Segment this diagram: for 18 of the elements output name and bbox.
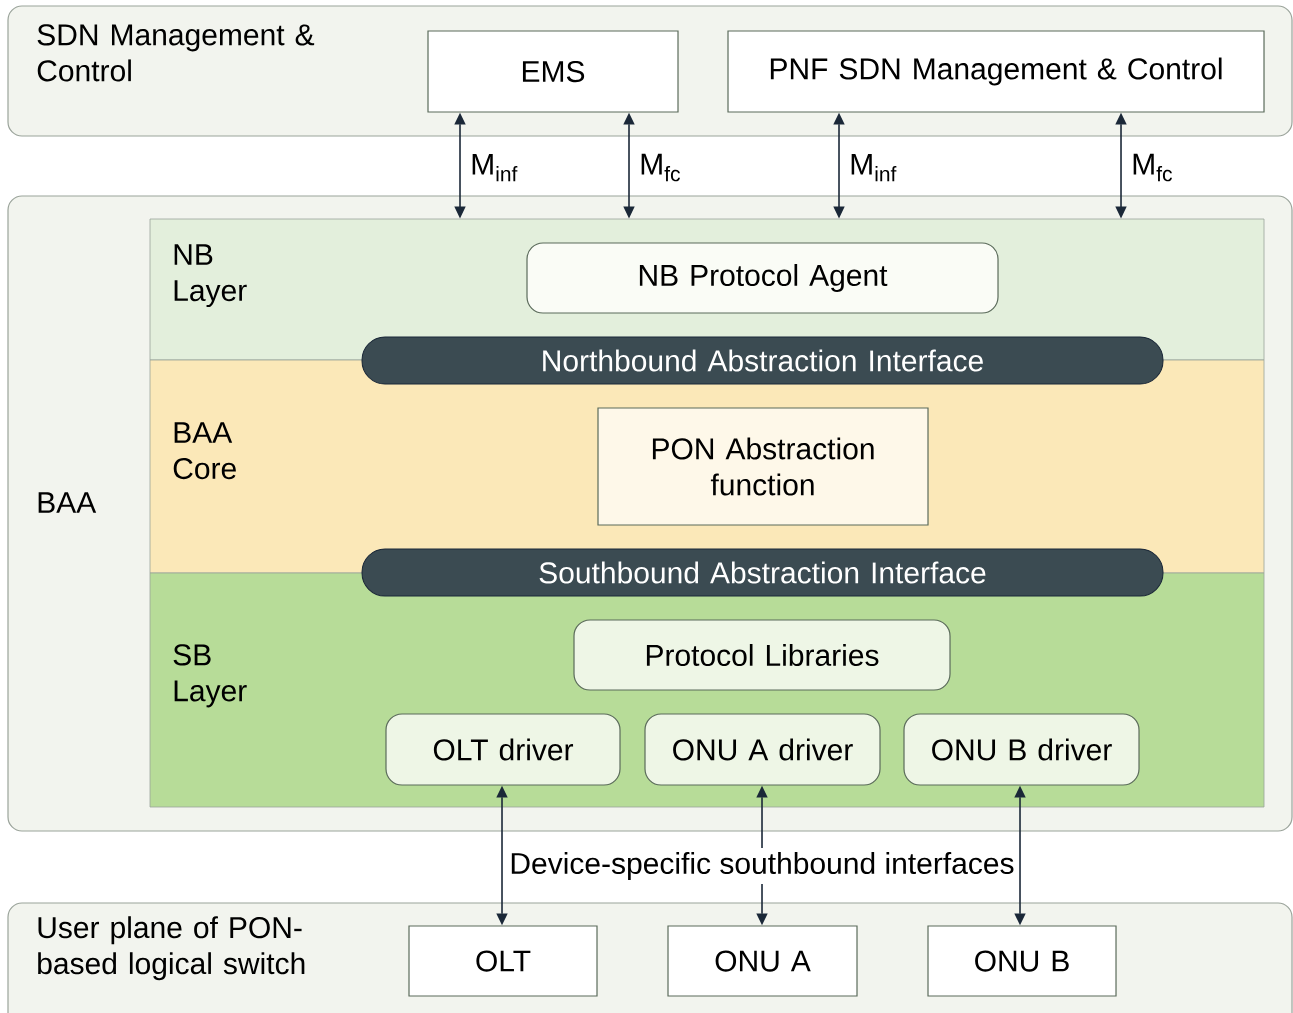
component-box: PON Abstraction function bbox=[597, 407, 929, 526]
module-box: NB Protocol Agent bbox=[526, 242, 999, 314]
interface-bar: Northbound Abstraction Interface bbox=[361, 336, 1164, 385]
interface-bar: Southbound Abstraction Interface bbox=[361, 548, 1164, 597]
edge-label: M$_{fc}$ bbox=[1133, 153, 1172, 182]
module-box: Protocol Libraries bbox=[573, 619, 951, 691]
module-box: ONU B driver bbox=[903, 713, 1140, 786]
module-box: ONU A driver bbox=[644, 713, 881, 786]
component-box: ONU A bbox=[667, 925, 858, 997]
edge-label: M$_{inf}$ bbox=[472, 153, 518, 182]
component-box: PNF SDN Management & Control bbox=[727, 30, 1265, 113]
edge-label: M$_{inf}$ bbox=[851, 153, 897, 182]
module-box: OLT driver bbox=[385, 713, 621, 786]
component-box: ONU B bbox=[927, 925, 1117, 997]
component-box: OLT bbox=[408, 925, 598, 997]
edge-label: M$_{fc}$ bbox=[641, 153, 680, 182]
interface-label: Device-specific southbound interfaces bbox=[511, 852, 1014, 880]
component-box: EMS bbox=[427, 30, 679, 113]
